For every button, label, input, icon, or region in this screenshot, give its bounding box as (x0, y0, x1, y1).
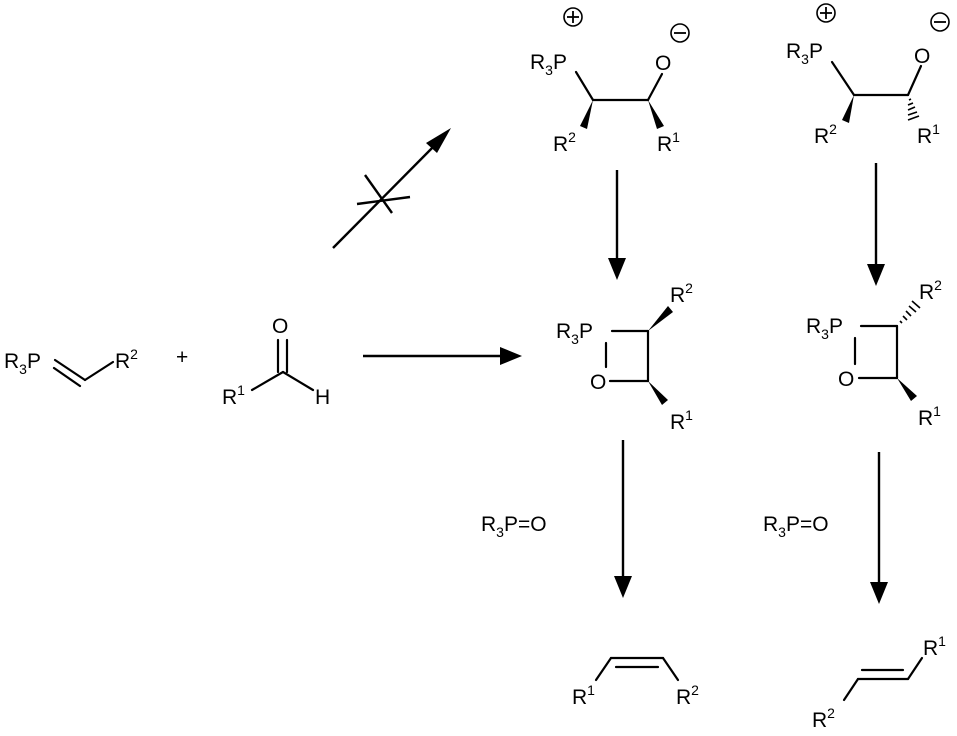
aldehyde-h-label: H (315, 386, 330, 409)
trans-betaine-oxygen: O (914, 45, 930, 68)
hash-4 (907, 111, 918, 116)
z-alkene-r2-label: R2 (676, 682, 699, 709)
byproduct-r3po-left: R3P=O (481, 513, 547, 540)
trans-oxaphosphetane-oxygen: O (838, 368, 854, 391)
hash-5 (911, 300, 921, 309)
blocked-arrow-shaft (332, 139, 441, 249)
p-c-bond (830, 60, 856, 97)
e-alkene-product: R1 R2 (812, 633, 946, 732)
aldehyde: O R1 H (222, 315, 330, 409)
cis-betaine-oxygen: O (655, 52, 671, 75)
forward-arrow (363, 347, 522, 365)
trans-betaine-r2-label: R2 (814, 121, 837, 148)
cis-oxaphosphetane-r3p-label: R3P (556, 320, 593, 347)
e-alkene-r1-label: R1 (923, 633, 946, 660)
z-alkene-product: R1 R2 (572, 656, 699, 709)
c-r2-bond (661, 656, 680, 682)
ylide-double-bond-a (53, 358, 87, 382)
arrow-trans-betaine-to-oxaphosphetane (867, 163, 885, 286)
wedge-bond-r2 (842, 95, 854, 123)
trans-betaine-r1-label: R1 (917, 121, 940, 148)
wedge-bond-r2 (648, 306, 673, 331)
hash-5 (907, 115, 920, 121)
hash-1 (908, 98, 912, 101)
hash-3 (907, 106, 916, 111)
cis-betaine-r3p-label: R3P (530, 51, 567, 78)
arrow-cis-betaine-to-oxaphosphetane (608, 170, 626, 280)
arrow-head (867, 264, 885, 286)
wedge-bond-r1 (648, 381, 668, 405)
ylide-r3p-label: R3P (4, 350, 41, 377)
ylide-double-bond-b (52, 366, 82, 388)
ylide-c-r2-bond (83, 360, 115, 382)
c-r2-bond (842, 677, 860, 702)
cis-oxaphosphetane-oxygen: O (590, 371, 606, 394)
cis-oxaphosphetane-r2-label: R2 (670, 280, 693, 307)
c-r1-bond (906, 656, 924, 681)
trans-oxaphosphetane-r2-label: R2 (919, 277, 942, 304)
hash-3 (905, 310, 912, 317)
e-alkene-r2-label: R2 (812, 705, 835, 732)
arrow-head (870, 582, 888, 604)
hashed-bond-r2 (899, 300, 921, 324)
aldehyde-c-h-bond (281, 370, 315, 392)
trans-betaine-r3p-label: R3P (786, 40, 823, 67)
aldehyde-oxygen: O (272, 315, 288, 338)
c-o-bond (906, 64, 923, 97)
cis-betaine: R3P O R2 R1 (530, 7, 690, 156)
forward-arrow-head (500, 347, 522, 365)
plus-sign: + (176, 346, 188, 369)
c-o-bond (646, 72, 664, 102)
trans-betaine: R3P O R2 R1 (786, 3, 950, 148)
hash-2 (907, 102, 914, 106)
trans-oxaphosphetane-r1-label: R1 (918, 403, 941, 430)
aldehyde-c-r1-bond (250, 370, 285, 392)
blocked-arrow-cross-a (364, 174, 393, 214)
arrow-trans-oxaphosphetane-to-alkene (870, 452, 888, 604)
wedge-bond-r1 (648, 100, 664, 129)
aldehyde-r1-label: R1 (222, 382, 245, 409)
c-r1-bond (594, 656, 613, 682)
hash-4 (908, 305, 917, 313)
ylide: R3P R2 (4, 346, 138, 388)
cis-oxaphosphetane: R3P O R2 R1 (556, 280, 693, 434)
blocked-arrow (332, 128, 451, 249)
hashed-bond-r1 (907, 98, 920, 121)
z-alkene-r1-label: R1 (572, 682, 595, 709)
arrow-head (608, 258, 626, 280)
trans-oxaphosphetane: R3P O R2 R1 (806, 277, 942, 430)
ylide-r2-label: R2 (115, 346, 138, 373)
wedge-bond-r1 (897, 378, 917, 401)
p-c-bond (574, 70, 595, 102)
wedge-bond-r2 (580, 100, 593, 129)
arrow-head (614, 576, 632, 598)
hash-1 (899, 320, 903, 324)
arrow-cis-oxaphosphetane-to-alkene (614, 440, 632, 598)
blocked-arrow-head (426, 128, 451, 153)
blocked-arrow-cross-b (356, 195, 411, 206)
cis-betaine-r2-label: R2 (553, 129, 576, 156)
cis-oxaphosphetane-r1-label: R1 (670, 407, 693, 434)
trans-oxaphosphetane-r3p-label: R3P (806, 315, 843, 342)
hash-2 (902, 315, 908, 321)
cis-betaine-r1-label: R1 (657, 129, 680, 156)
byproduct-r3po-right: R3P=O (763, 513, 829, 540)
